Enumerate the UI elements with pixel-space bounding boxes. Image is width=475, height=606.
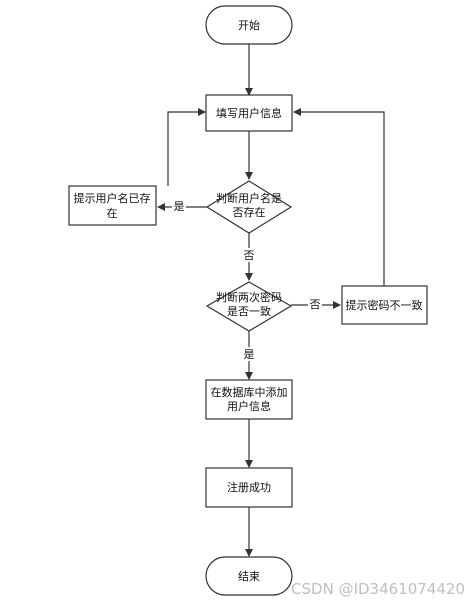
edge-labels: 是 否 否 是 [172, 199, 322, 361]
edge-label-yes-pwd: 是 [244, 348, 255, 361]
node-success-label: 注册成功 [227, 480, 271, 494]
node-pwd-mismatch: 提示密码不一致 [341, 285, 428, 325]
node-add-db: 在数据库中添加 用户信息 [205, 379, 293, 420]
node-check-pwd-label-1: 判断两次密码 [216, 290, 282, 304]
edge-label-no-pwd: 否 [310, 298, 321, 311]
node-pwd-mismatch-label: 提示密码不一致 [346, 298, 423, 312]
node-start: 开始 [205, 5, 293, 45]
node-end: 结束 [205, 556, 293, 596]
node-check-name: 判断用户名是 否存在 [205, 180, 293, 234]
node-fill-info-label: 填写用户信息 [216, 106, 282, 120]
node-add-db-label-1: 在数据库中添加 [211, 385, 288, 399]
node-check-name-label-2: 否存在 [233, 205, 266, 219]
node-start-label: 开始 [238, 18, 260, 32]
node-check-pwd: 判断两次密码 是否一致 [205, 281, 293, 332]
node-name-exists-label-2: 在 [107, 207, 118, 220]
node-fill-info: 填写用户信息 [205, 94, 293, 132]
edge-mismatch-back-to-fill [293, 108, 385, 286]
node-success: 注册成功 [205, 467, 293, 508]
edge-label-yes-name-exists: 是 [174, 200, 185, 213]
node-name-exists: 提示用户名已存 在 [68, 185, 157, 226]
edge-label-no-name: 否 [244, 249, 255, 262]
node-name-exists-label-1: 提示用户名已存 [74, 191, 151, 205]
edge-exists-back-to-fill [167, 108, 206, 186]
node-add-db-label-2: 用户信息 [227, 399, 271, 413]
watermark: CSDN @ID3461074420 [291, 580, 465, 598]
node-end-label: 结束 [238, 570, 260, 583]
node-check-pwd-label-2: 是否一致 [227, 304, 271, 318]
node-check-name-label-1: 判断用户名是 [216, 191, 282, 205]
